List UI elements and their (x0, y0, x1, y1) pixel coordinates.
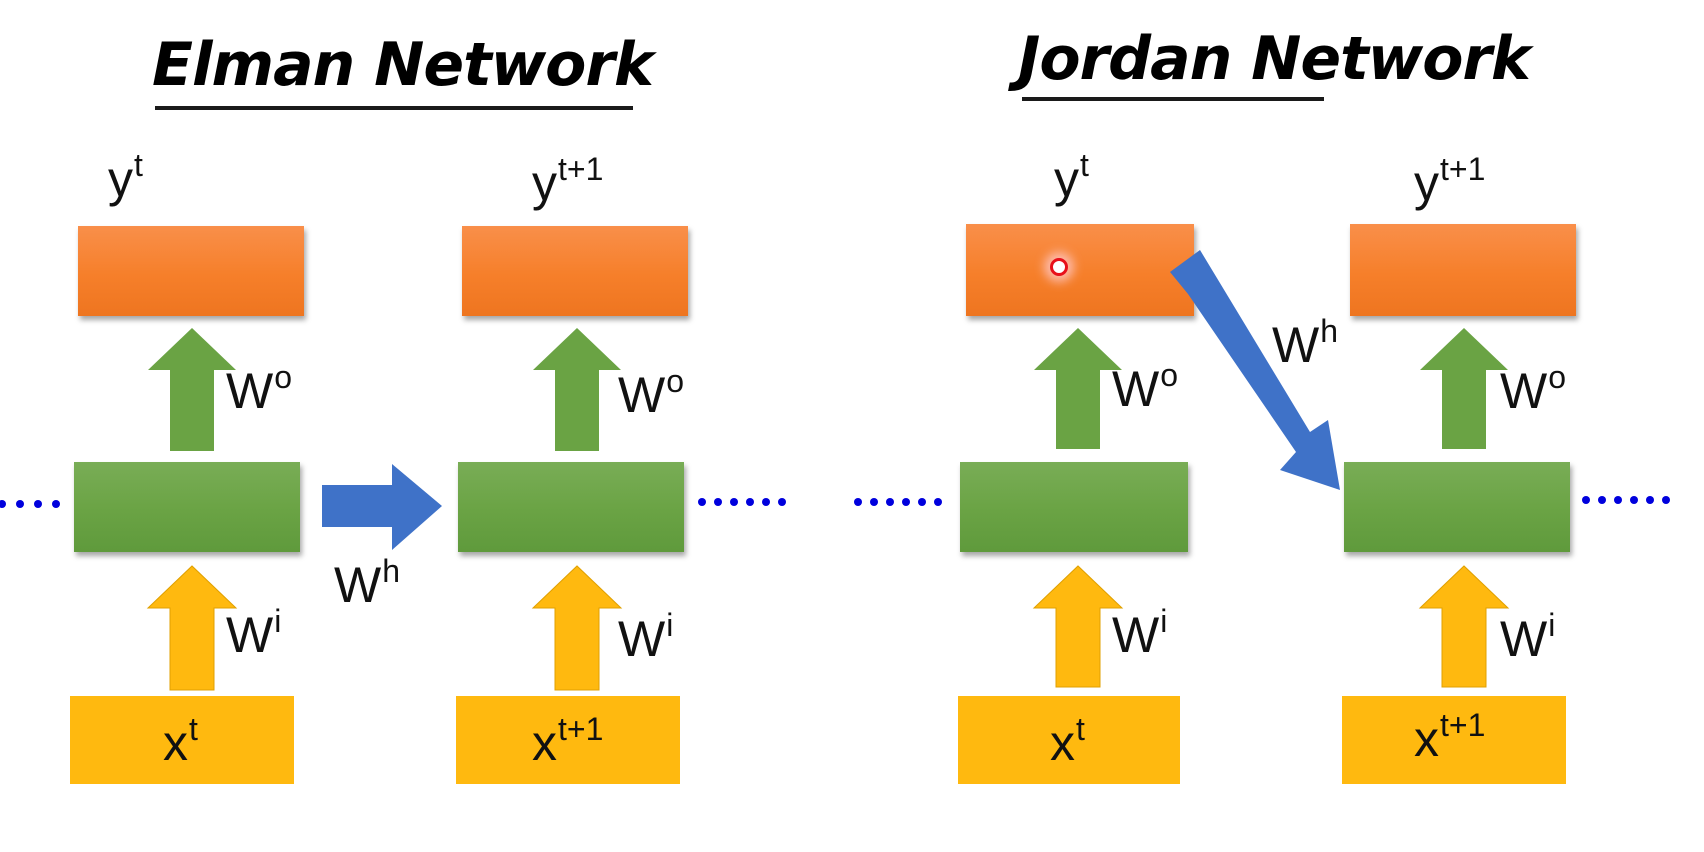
jordan-output-label-t: yt (1054, 147, 1089, 208)
jordan-output-node-t1 (1350, 224, 1576, 316)
label-base: x (532, 715, 557, 771)
elman-right-continuation-dots (698, 498, 786, 506)
elman-output-weight-t1: Wo (618, 363, 684, 424)
label-base: W (226, 363, 274, 419)
elman-input-node-t1 (456, 696, 680, 784)
jordan-input-node-t1 (1342, 696, 1566, 784)
jordan-output-weight-t: Wo (1112, 357, 1178, 418)
elman-input-label-t1: xt+1 (532, 711, 604, 772)
jordan-output-label-t1: yt+1 (1414, 151, 1486, 212)
elman-input-weight-t1: Wi (618, 607, 674, 668)
elman-output-label-t1: yt+1 (532, 151, 604, 212)
jordan-hidden-node-t1 (1344, 462, 1570, 552)
label-sup: i (666, 607, 674, 643)
jordan-output-arrow-t1 (1420, 328, 1508, 449)
elman-left-continuation-dots (0, 500, 60, 508)
elman-input-weight-t: Wi (226, 603, 282, 664)
jordan-output-arrow-t (1034, 328, 1122, 449)
label-sup: t+1 (558, 151, 604, 187)
elman-output-weight-t: Wo (226, 359, 292, 420)
label-base: W (618, 367, 666, 423)
elman-output-arrow-t (148, 328, 236, 451)
label-sup: t+1 (1440, 151, 1486, 187)
elman-output-node-t1 (462, 226, 688, 316)
label-base: W (226, 607, 274, 663)
label-base: y (108, 151, 133, 207)
jordan-recurrent-arrow (1170, 250, 1340, 490)
label-sup: h (382, 553, 400, 589)
jordan-title-underline (1022, 97, 1324, 101)
jordan-input-weight-t: Wi (1112, 603, 1168, 664)
label-base: W (1500, 611, 1548, 667)
jordan-right-continuation-dots (1582, 496, 1670, 504)
label-sup: h (1320, 313, 1338, 349)
elman-recurrent-weight: Wh (334, 553, 400, 614)
label-sup: t (189, 711, 198, 747)
jordan-input-weight-t1: Wi (1500, 607, 1556, 668)
elman-recurrent-arrow (322, 464, 442, 550)
jordan-input-arrow-t (1032, 565, 1124, 688)
label-base: x (1414, 711, 1439, 767)
label-sup: o (1548, 359, 1566, 395)
label-sup: o (1160, 357, 1178, 393)
jordan-title: Jordan Network (1018, 24, 1531, 94)
elman-title-underline (155, 106, 633, 110)
elman-input-label-t: xt (163, 711, 198, 772)
elman-input-arrow-t (146, 565, 238, 691)
elman-input-node-t (70, 696, 294, 784)
jordan-left-continuation-dots (854, 498, 942, 506)
label-base: W (1272, 317, 1320, 373)
label-sup: t (134, 147, 143, 183)
label-base: x (1050, 715, 1075, 771)
elman-output-label-t: yt (108, 147, 143, 208)
jordan-recurrent-weight: Wh (1272, 313, 1338, 374)
elman-hidden-node-t (74, 462, 300, 552)
label-base: y (532, 155, 557, 211)
elman-output-node-t (78, 226, 304, 316)
label-base: W (618, 611, 666, 667)
label-sup: i (274, 603, 282, 639)
elman-input-arrow-t1 (531, 565, 623, 691)
jordan-hidden-node-t (960, 462, 1188, 552)
label-base: x (163, 715, 188, 771)
label-base: y (1054, 151, 1079, 207)
elman-output-arrow-t1 (533, 328, 621, 451)
jordan-input-node-t (958, 696, 1180, 784)
elman-title: Elman Network (152, 30, 654, 100)
label-sup: o (274, 359, 292, 395)
label-base: W (334, 557, 382, 613)
label-base: W (1112, 361, 1160, 417)
label-sup: t+1 (558, 711, 604, 747)
label-base: W (1112, 607, 1160, 663)
label-sup: i (1160, 603, 1168, 639)
elman-hidden-node-t1 (458, 462, 684, 552)
jordan-output-node-t (966, 224, 1194, 316)
cursor-pointer-icon (1050, 258, 1068, 276)
label-base: W (1500, 363, 1548, 419)
label-sup: t (1080, 147, 1089, 183)
jordan-input-label-t: xt (1050, 711, 1085, 772)
label-sup: t (1076, 711, 1085, 747)
jordan-input-label-t1: xt+1 (1414, 707, 1486, 768)
label-sup: i (1548, 607, 1556, 643)
label-sup: o (666, 363, 684, 399)
label-sup: t+1 (1440, 707, 1486, 743)
label-base: y (1414, 155, 1439, 211)
jordan-output-weight-t1: Wo (1500, 359, 1566, 420)
jordan-input-arrow-t1 (1418, 565, 1510, 688)
